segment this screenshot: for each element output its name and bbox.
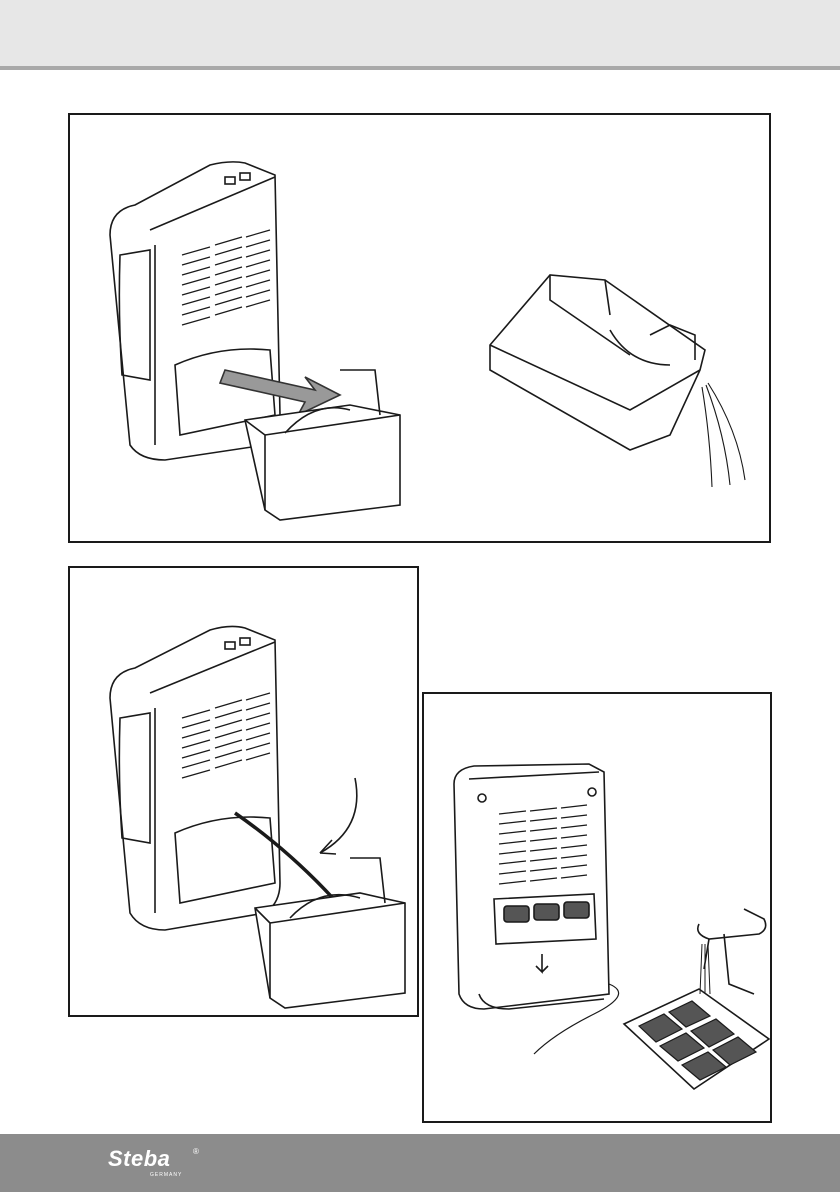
tank-removal-illustration — [70, 115, 769, 541]
figure-tank-removal — [68, 113, 771, 543]
figure-filter-cleaning — [422, 692, 772, 1123]
hose-drain-illustration — [70, 568, 417, 1015]
filter-cleaning-illustration — [424, 694, 770, 1121]
header-rule — [0, 66, 840, 70]
brand-logo: Steba — [108, 1146, 170, 1172]
figure-hose-drain — [68, 566, 419, 1017]
brand-subline: GERMANY — [150, 1172, 182, 1178]
header-band — [0, 0, 840, 66]
brand-registered-mark: ® — [193, 1147, 199, 1156]
